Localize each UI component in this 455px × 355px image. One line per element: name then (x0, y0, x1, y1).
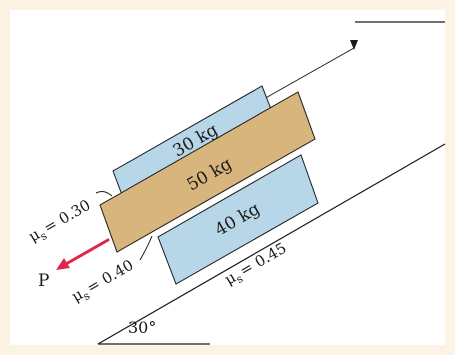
force-label: P (38, 271, 49, 291)
friction-pointer-middle (139, 235, 153, 261)
friction-pointer-top (95, 191, 113, 197)
mu-subscript: s (234, 272, 246, 286)
cable-anchor (350, 40, 358, 50)
mu-subscript: s (81, 289, 93, 303)
incline-angle-label: 30° (128, 318, 156, 337)
cable (261, 47, 355, 101)
force-arrow-shaft (64, 238, 110, 266)
force-arrowhead (56, 258, 70, 270)
block-50kg (99, 91, 316, 253)
incline-surface (97, 143, 446, 345)
block-40kg (157, 154, 319, 285)
mu-subscript: s (38, 229, 50, 243)
